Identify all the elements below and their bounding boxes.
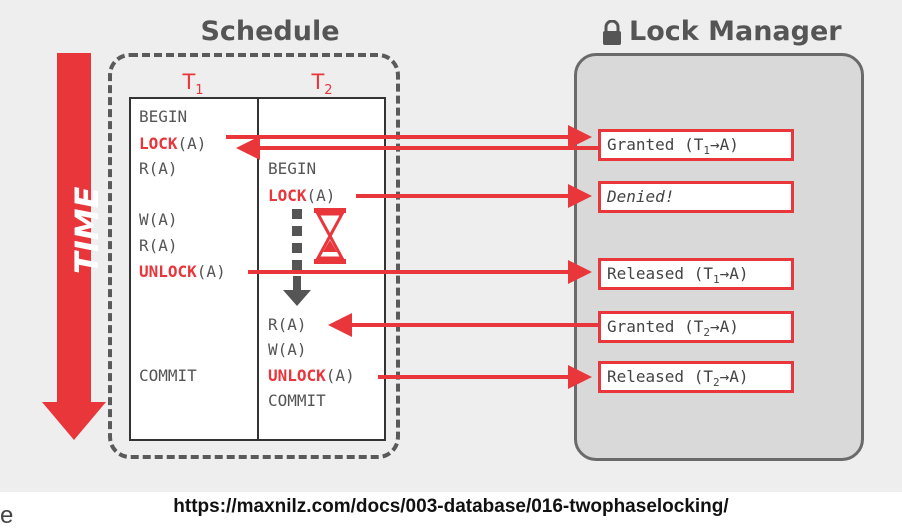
response-granted-t1: Granted (T1→A): [598, 129, 794, 161]
time-arrow: [42, 53, 106, 440]
lock-manager-title: Lock Manager: [629, 16, 842, 47]
response-released-t1: Released (T1→A): [598, 258, 794, 290]
lock-manager-panel: [574, 53, 864, 461]
t1-write: W(A): [139, 210, 178, 229]
t1-begin: BEGIN: [139, 107, 188, 126]
t2-read: R(A): [268, 315, 307, 334]
t1-read-2: R(A): [139, 236, 178, 255]
t2-begin: BEGIN: [268, 159, 317, 178]
table-divider: [257, 97, 259, 441]
t1-read: R(A): [139, 159, 178, 178]
wait-arrow: [283, 209, 311, 306]
t1-commit: COMMIT: [139, 366, 197, 385]
t1-unlock: UNLOCK(A): [139, 262, 226, 281]
corner-text: e: [0, 502, 14, 529]
schedule-box: [108, 53, 400, 459]
t2-header: T2: [311, 70, 333, 99]
t2-write: W(A): [268, 340, 307, 359]
t2-commit: COMMIT: [268, 391, 326, 410]
t2-lock: LOCK(A): [268, 186, 336, 205]
t2-unlock: UNLOCK(A): [268, 366, 355, 385]
response-granted-t2: Granted (T2→A): [598, 311, 794, 343]
time-arrow-svg: [42, 53, 106, 440]
hourglass-icon: [314, 208, 346, 264]
source-url[interactable]: https://maxnilz.com/docs/003-database/01…: [173, 496, 729, 517]
t1-header: T1: [182, 70, 204, 99]
response-denied: Denied!: [598, 181, 794, 213]
schedule-title: Schedule: [200, 16, 340, 47]
t1-lock: LOCK(A): [139, 134, 207, 153]
arrows-layer: [226, 125, 598, 389]
response-released-t2: Released (T2→A): [598, 361, 794, 393]
lock-icon: [603, 20, 621, 45]
